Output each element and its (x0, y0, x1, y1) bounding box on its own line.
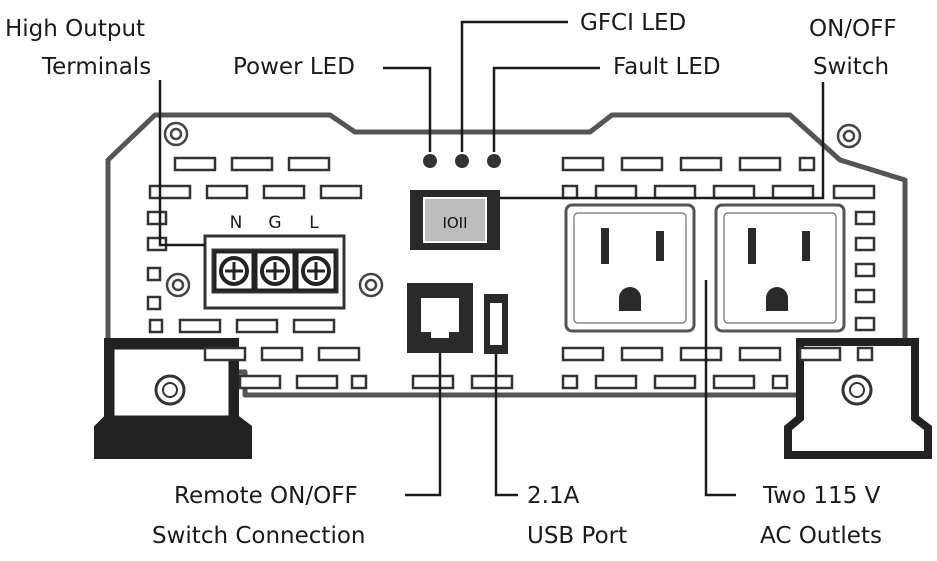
leader-usb (494, 354, 518, 497)
leader-high-output (158, 80, 205, 247)
fault-led (487, 154, 501, 168)
leader-fault-led (492, 66, 600, 152)
leader-gfci-led (460, 20, 568, 152)
label-gfci-led: GFCI LED (580, 10, 686, 36)
label-ac-2: AC Outlets (760, 523, 882, 549)
right-foot-screw (841, 374, 873, 406)
left-foot-screw (154, 374, 186, 406)
ventilation-slots (146, 156, 876, 390)
ac-outlet-1[interactable] (564, 203, 696, 333)
label-onoff-2: Switch (813, 54, 889, 80)
leader-remote (405, 353, 442, 497)
terminal-label-g: G (268, 213, 281, 233)
terminal-screw-g (260, 256, 290, 286)
leader-onoff (500, 82, 825, 200)
label-onoff-1: ON/OFF (809, 16, 897, 42)
label-fault-led: Fault LED (613, 54, 721, 80)
label-usb-1: 2.1A (527, 483, 580, 509)
remote-switch-port[interactable] (407, 283, 473, 353)
ac-outlet-2[interactable] (714, 203, 846, 333)
switch-markings: IOII (442, 214, 467, 232)
label-ac-1: Two 115 V (762, 483, 881, 509)
leader-lines (158, 20, 825, 497)
label-high-output-2: Terminals (41, 54, 151, 80)
leader-power-led (383, 66, 432, 152)
terminal-screw-n (219, 256, 249, 286)
label-remote-1: Remote ON/OFF (174, 483, 358, 509)
corner-screws (163, 121, 862, 298)
terminal-label-n: N (230, 213, 243, 233)
high-output-terminal-block (203, 234, 346, 310)
label-remote-2: Switch Connection (152, 523, 366, 549)
onoff-switch[interactable]: IOII (410, 190, 500, 250)
terminal-label-l: L (309, 213, 319, 233)
label-usb-2: USB Port (527, 523, 627, 549)
terminal-screw-l (301, 256, 331, 286)
label-power-led: Power LED (233, 54, 355, 80)
usb-port[interactable] (484, 294, 508, 354)
leader-ac (704, 280, 736, 497)
label-high-output-1: High Output (5, 16, 145, 42)
gfci-led (455, 154, 469, 168)
power-led (423, 154, 437, 168)
